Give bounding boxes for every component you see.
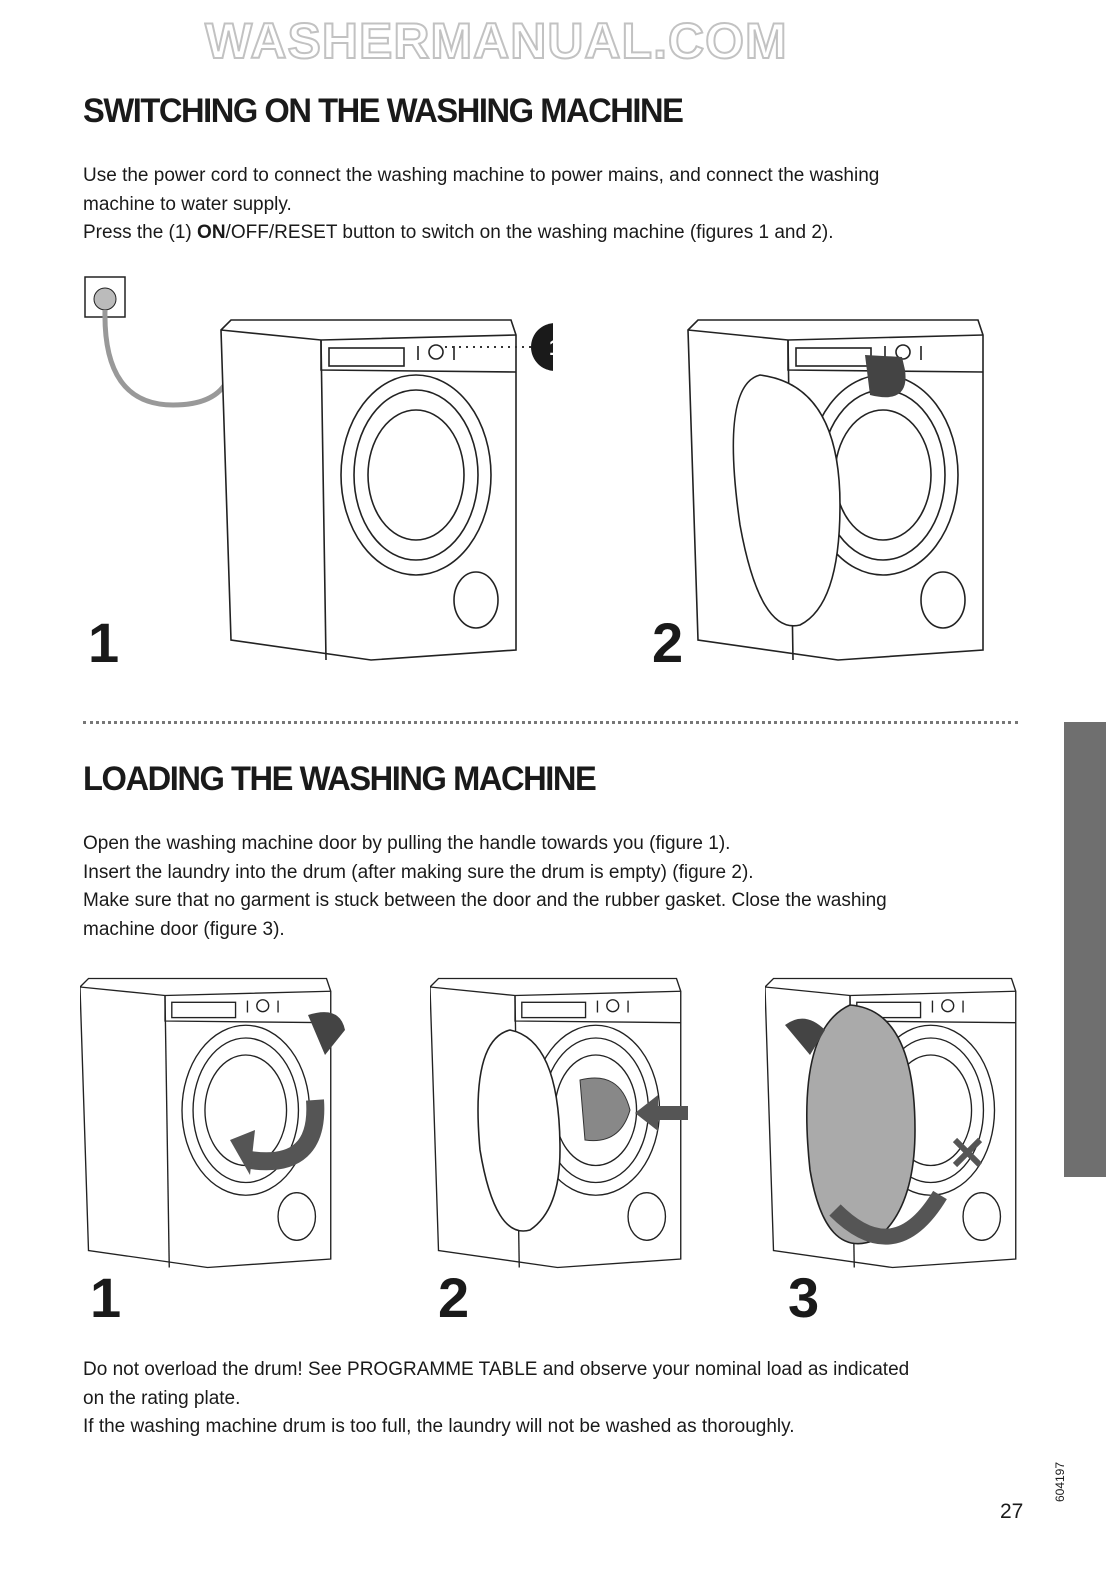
- text-span: /OFF/RESET button to switch on the washi…: [225, 222, 834, 243]
- figure-number: 1: [88, 611, 120, 674]
- hand-icon: [308, 1012, 345, 1055]
- on-bold-text: ON: [197, 222, 226, 243]
- figure-2-insert-laundry: [430, 977, 688, 1269]
- figure-1-open-door: [80, 977, 345, 1269]
- closing-door: [805, 1004, 916, 1245]
- hand-icon: [865, 355, 906, 398]
- washing-machine: [220, 319, 517, 661]
- text-line: Use the power cord to connect the washin…: [83, 165, 880, 186]
- overload-note: Do not overload the drum! See PROGRAMME …: [83, 1356, 1023, 1442]
- insert-arrow-icon: [655, 1106, 688, 1120]
- laundry: [579, 1077, 631, 1142]
- text-line: Press the (1) ON/OFF/RESET button to swi…: [83, 219, 1023, 248]
- side-tab: [1064, 722, 1106, 1177]
- plug-icon: [93, 287, 117, 311]
- section-title-loading: LOADING THE WASHING MACHINE: [83, 760, 597, 798]
- figure-1-power-connection: 1: [84, 276, 553, 661]
- page-number: 27: [1000, 1500, 1024, 1523]
- figure-number: 1: [90, 1266, 122, 1329]
- rotate-arrow-icon: [829, 1190, 947, 1245]
- section-divider: [83, 721, 1018, 724]
- text-line: Make sure that no garment is stuck betwe…: [83, 890, 887, 911]
- text-line: Insert the laundry into the drum (after …: [83, 861, 754, 883]
- text-line: Open the washing machine door by pulling…: [83, 833, 731, 854]
- text-line: If the washing machine drum is too full,…: [83, 1416, 795, 1437]
- loading-instructions: Open the washing machine door by pulling…: [83, 830, 1023, 944]
- switching-on-instructions: Use the power cord to connect the washin…: [83, 162, 1023, 248]
- text-span: Press the (1): [83, 222, 198, 243]
- callout-number: 1: [549, 335, 553, 360]
- text-line: Do not overload the drum! See PROGRAMME …: [83, 1359, 910, 1380]
- power-cord: [102, 309, 234, 408]
- figure-number: 2: [652, 611, 684, 674]
- callout-badge: [531, 323, 553, 371]
- figure-number: 3: [788, 1266, 820, 1329]
- figure-2-press-button: [687, 319, 984, 661]
- text-line: machine door (figure 3).: [83, 918, 285, 940]
- text-line: on the rating plate.: [83, 1387, 241, 1409]
- hand-icon: [785, 1018, 825, 1055]
- open-door: [477, 1029, 561, 1232]
- figure-number: 2: [438, 1266, 470, 1329]
- section-title-switching-on: SWITCHING ON THE WASHING MACHINE: [83, 92, 684, 130]
- text-line: machine to water supply.: [83, 193, 292, 215]
- rotate-arrow-icon: [248, 1099, 325, 1171]
- open-door: [732, 374, 841, 627]
- cross-icon: [952, 1137, 983, 1168]
- document-code: 604197: [1053, 1461, 1068, 1503]
- figure-3-close-door: [765, 977, 1017, 1269]
- watermark: WASHERMANUAL.COM: [204, 12, 788, 70]
